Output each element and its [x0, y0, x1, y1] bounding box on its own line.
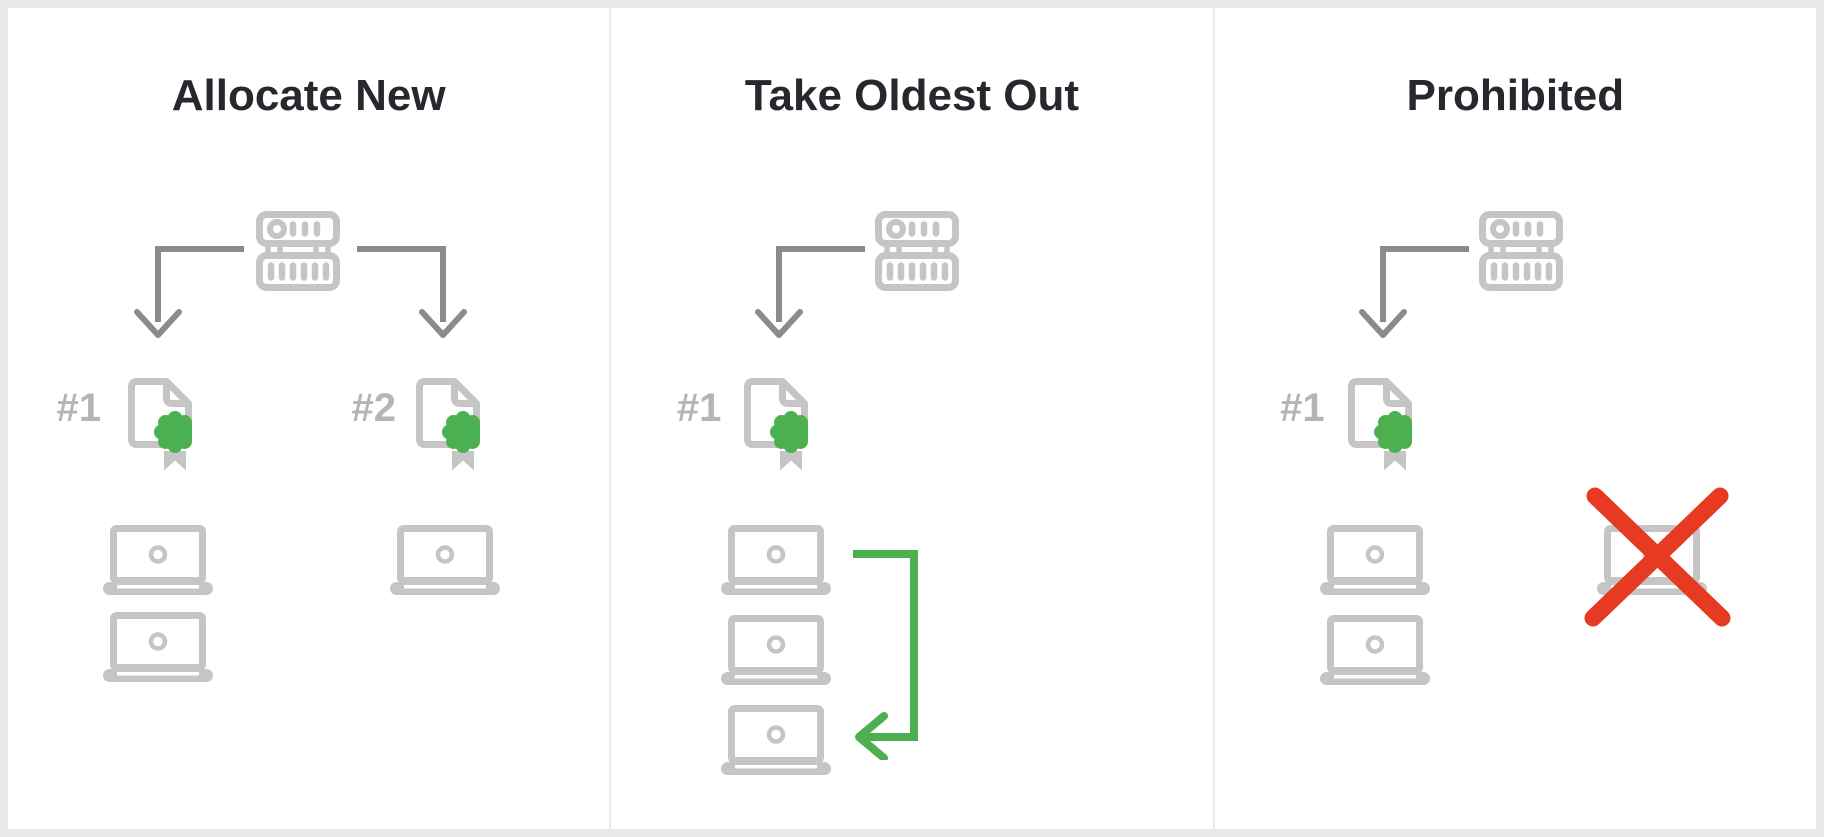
certificate-number-label: #1: [1280, 386, 1325, 430]
certificate-ribbon: [452, 451, 474, 471]
certificate-ribbon: [780, 451, 803, 471]
panel-prohibited: Prohibited: [1214, 8, 1816, 829]
panel-allocate-new: Allocate New: [8, 8, 610, 829]
panel-title: Allocate New: [171, 71, 446, 120]
seal-icon: [154, 411, 192, 453]
certificate-ribbon: [1383, 451, 1406, 471]
certificate-icon: [1347, 378, 1412, 471]
prohibited-x-icon: [1584, 487, 1731, 627]
certificate-number-label: #2: [351, 386, 397, 430]
certificate-number-label: #1: [676, 386, 722, 430]
laptop-icon: [103, 525, 213, 595]
laptop-icon: [390, 525, 500, 595]
server-icon: [256, 211, 340, 291]
panel-title: Prohibited: [1406, 71, 1625, 120]
server-icon: [1478, 211, 1563, 291]
certificate-icon: [744, 378, 809, 471]
certificate-ribbon: [164, 451, 186, 471]
laptop-icon: [1319, 615, 1430, 685]
certificate-icon: [128, 378, 192, 471]
certificate-icon: [416, 378, 480, 471]
laptop-icon: [103, 612, 213, 682]
laptop-icon: [721, 525, 832, 595]
branch-down-arrows-icon: [134, 246, 467, 338]
laptop-icon: [1319, 525, 1430, 595]
panel-title: Take Oldest Out: [744, 71, 1080, 120]
laptop-icon: [721, 615, 832, 685]
panel-take-oldest-out: Take Oldest Out: [611, 8, 1213, 829]
down-arrow-icon: [755, 246, 866, 338]
certificate-number-label: #1: [56, 386, 102, 430]
recycle-arrow-icon: [853, 550, 919, 760]
seal-icon: [770, 411, 809, 453]
server-icon: [875, 211, 960, 291]
down-arrow-icon: [1358, 246, 1469, 338]
seal-icon: [442, 411, 480, 453]
seal-icon: [1373, 411, 1412, 453]
laptop-icon: [721, 705, 832, 775]
